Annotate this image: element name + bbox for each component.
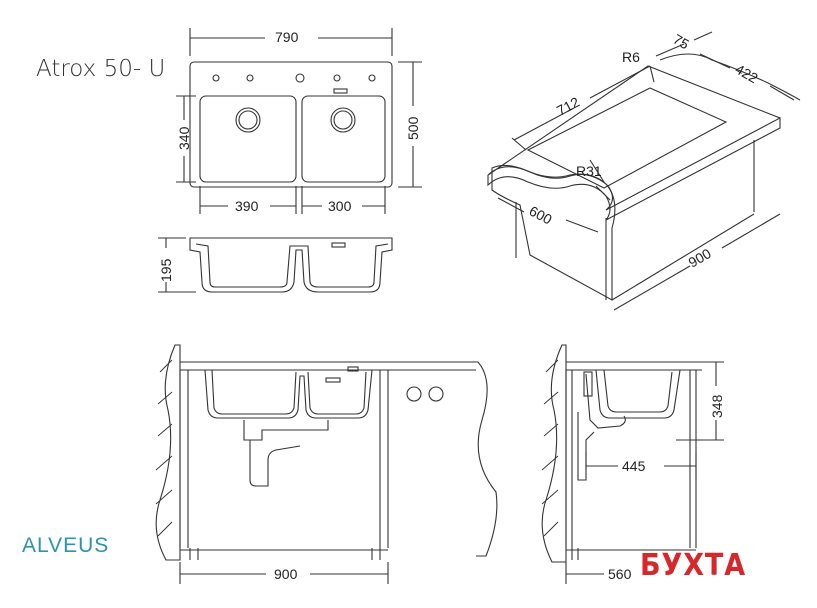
dim-side-height: 348 (709, 394, 725, 418)
dim-bowl-right-width: 300 (328, 198, 352, 214)
top-view (176, 28, 422, 214)
dim-bowl-left-width: 390 (235, 198, 259, 214)
dim-persp-radius: R31 (576, 163, 602, 179)
right-bowl-top (301, 95, 386, 183)
sink-outline-top (189, 61, 393, 188)
dim-top-width: 790 (275, 29, 299, 45)
side-view (541, 344, 724, 584)
product-title: Atrox 50- U (36, 56, 166, 82)
dim-persp-depth: 422 (733, 61, 761, 87)
dim-persp-flange: 75 (671, 31, 693, 53)
dim-front-cabinet: 900 (274, 566, 298, 582)
dim-depth: 195 (158, 258, 174, 282)
brand-logo-alveus: ALVEUS (22, 534, 110, 557)
watermark-stamp: БУХТА (640, 548, 747, 583)
dim-side-offset: 445 (622, 458, 646, 474)
dim-persp-radius-small: R6 (622, 49, 640, 65)
dim-bowl-height: 340 (176, 126, 192, 150)
dim-side-cabinet: 560 (608, 566, 632, 582)
perspective-view (487, 31, 801, 311)
dim-persp-width: 712 (554, 93, 582, 118)
section-view (158, 237, 393, 293)
left-bowl-top (199, 95, 297, 183)
dim-top-height: 500 (405, 116, 421, 140)
front-view (155, 344, 498, 584)
